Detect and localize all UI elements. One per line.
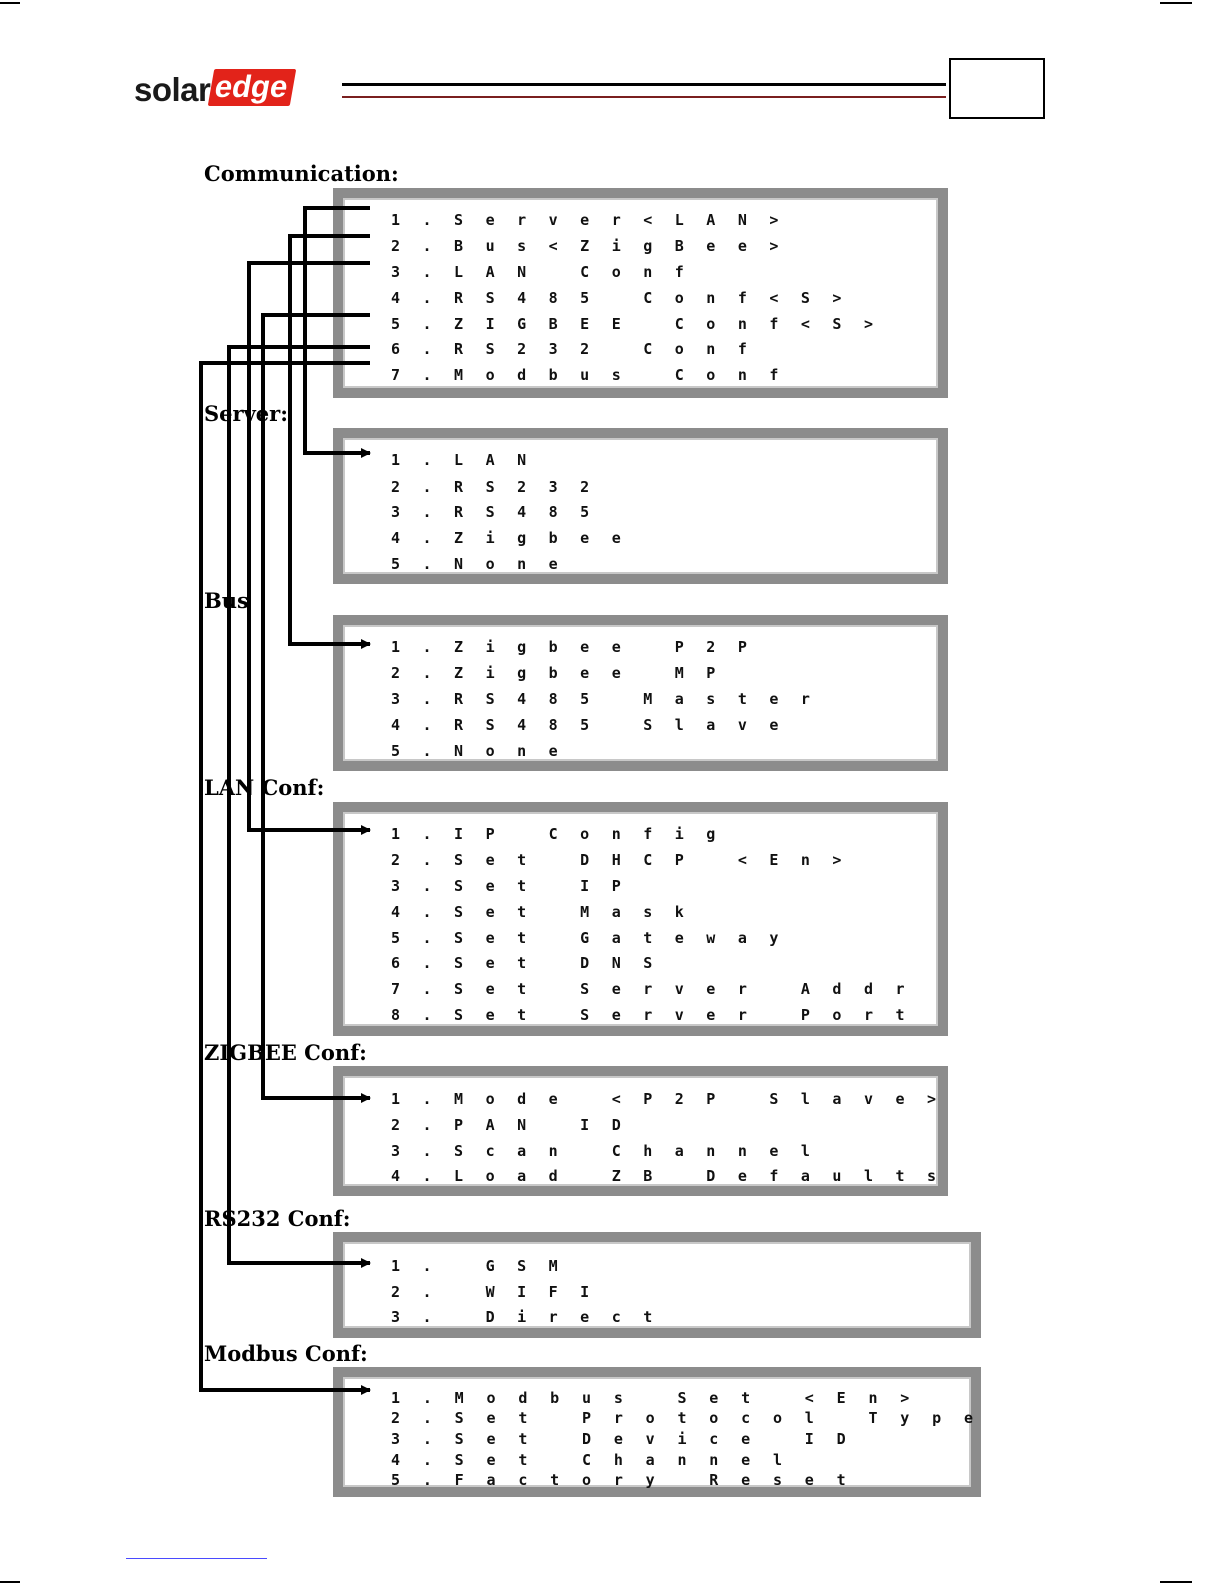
menu-item[interactable]: 5.None — [391, 555, 581, 573]
menu-item[interactable]: 2.PAN ID — [391, 1116, 644, 1134]
modbus-conf-title: Modbus Conf: — [204, 1341, 368, 1366]
menu-item[interactable]: 1.LAN — [391, 451, 549, 469]
server-title: Server: — [204, 401, 288, 426]
menu-item[interactable]: 1.Zigbee P2P — [391, 638, 770, 656]
crop-mark-top-left — [0, 2, 20, 4]
menu-item[interactable]: 4.RS485 Slave — [391, 716, 801, 734]
menu-item[interactable]: 2.Bus<ZigBee> — [391, 237, 801, 255]
menu-item[interactable]: 3.Scan Channel — [391, 1142, 833, 1160]
menu-item[interactable]: 4.Zigbee — [391, 529, 644, 547]
crop-mark-top-right — [1160, 2, 1192, 4]
menu-item[interactable]: 2.RS232 — [391, 478, 612, 496]
menu-item[interactable]: 2.Set Protocol Type — [391, 1409, 996, 1427]
page-number-box — [949, 58, 1045, 119]
menu-item[interactable]: 8.Set Server Port — [391, 1006, 928, 1024]
menu-item[interactable]: 4.Set Channel — [391, 1451, 805, 1469]
menu-item[interactable]: 6.RS232 Conf — [391, 340, 770, 358]
menu-item[interactable]: 1.Server<LAN> — [391, 211, 801, 229]
bus-menu-panel: 1.Zigbee P2P 2.Zigbee MP 3.RS485 Master … — [333, 615, 948, 771]
menu-item[interactable]: 6.Set DNS — [391, 954, 675, 972]
footer-link-underline — [126, 1558, 267, 1559]
communication-menu-panel: 1.Server<LAN> 2.Bus<ZigBee> 3.LAN Conf 4… — [333, 188, 948, 398]
menu-item[interactable]: 5.ZIGBEE Conf<S> — [391, 315, 896, 333]
menu-item[interactable]: 2.Set DHCP <En> — [391, 851, 864, 869]
menu-item[interactable]: 5.Factory Reset — [391, 1471, 869, 1489]
menu-item[interactable]: 3.Set IP — [391, 877, 644, 895]
rs232-conf-menu-panel: 1. GSM 2. WIFI 3. Direct — [333, 1232, 981, 1338]
menu-item[interactable]: 7.Set Server Addr — [391, 980, 928, 998]
menu-item[interactable]: 4.RS485 Conf<S> — [391, 289, 864, 307]
menu-item[interactable]: 3.LAN Conf — [391, 263, 707, 281]
menu-item[interactable]: 2. WIFI — [391, 1283, 612, 1301]
zigbee-conf-menu-panel: 1.Mode <P2P Slave> 2.PAN ID 3.Scan Chann… — [333, 1066, 948, 1196]
header-rule — [342, 83, 946, 86]
bus-title: Bus — [204, 588, 249, 613]
menu-item[interactable]: 1. GSM — [391, 1257, 581, 1275]
lan-conf-title: LAN Conf: — [204, 775, 325, 800]
crop-mark-bottom-left — [0, 1581, 20, 1583]
menu-item[interactable]: 2.Zigbee MP — [391, 664, 738, 682]
solaredge-logo: solar edge — [134, 66, 297, 108]
menu-item[interactable]: 1.Modbus Set <En> — [391, 1389, 933, 1407]
menu-item[interactable]: 3.Set Device ID — [391, 1430, 869, 1448]
communication-title: Communication: — [204, 161, 399, 186]
lan-conf-menu-panel: 1.IP Config 2.Set DHCP <En> 3.Set IP 4.S… — [333, 802, 948, 1036]
menu-item[interactable]: 1.Mode <P2P Slave> — [391, 1090, 959, 1108]
menu-item[interactable]: 5.None — [391, 742, 581, 760]
header-rule-secondary — [342, 96, 946, 98]
menu-item[interactable]: 4.Set Mask — [391, 903, 707, 921]
menu-item[interactable]: 1.IP Config — [391, 825, 738, 843]
server-menu-panel: 1.LAN 2.RS232 3.RS485 4.Zigbee 5.None — [333, 428, 948, 584]
logo-text-edge: edge — [208, 69, 297, 106]
menu-item[interactable]: 3.RS485 Master — [391, 690, 833, 708]
menu-item[interactable]: 7.Modbus Conf — [391, 366, 801, 384]
zigbee-conf-title: ZIGBEE Conf: — [204, 1040, 367, 1065]
menu-item[interactable]: 5.Set Gateway — [391, 929, 801, 947]
logo-text-solar: solar — [134, 71, 211, 108]
menu-item[interactable]: 3. Direct — [391, 1308, 675, 1326]
menu-item[interactable]: 3.RS485 — [391, 503, 612, 521]
menu-item[interactable]: 4.Load ZB Defaults — [391, 1167, 959, 1185]
modbus-conf-menu-panel: 1.Modbus Set <En> 2.Set Protocol Type 3.… — [333, 1367, 981, 1497]
rs232-conf-title: RS232 Conf: — [204, 1206, 351, 1231]
crop-mark-bottom-right — [1160, 1581, 1192, 1583]
